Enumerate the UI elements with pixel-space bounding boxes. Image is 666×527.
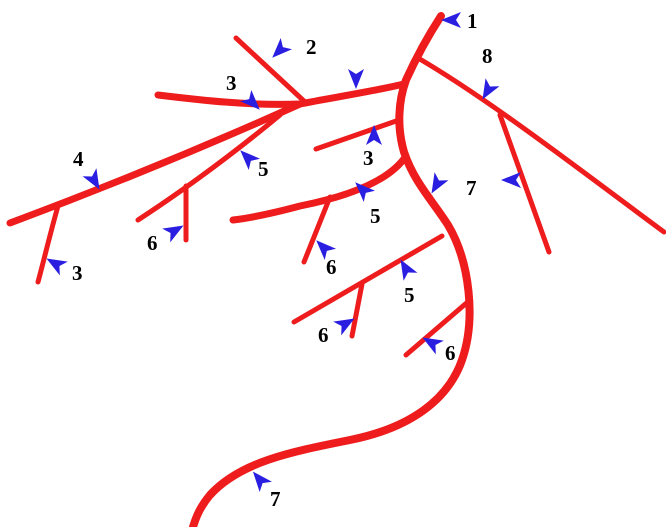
vessel-tree [10, 16, 664, 527]
label-6-trunk: 6 [445, 341, 456, 365]
branch-8-sub-vessel [500, 115, 549, 252]
label-5-lower: 5 [404, 283, 415, 307]
branch-3-lower-vessel [38, 206, 58, 282]
label-7-lower: 7 [270, 487, 281, 511]
label-5-upper: 5 [258, 157, 269, 181]
left-main-vessel [10, 84, 404, 223]
label-8: 8 [482, 44, 493, 68]
branch-3-top-vessel [158, 95, 300, 104]
label-2: 2 [306, 35, 317, 59]
arrow-8-sub-icon [501, 172, 521, 188]
branch-6-trunk-vessel [406, 300, 470, 355]
label-5-middle: 5 [370, 204, 381, 228]
branch-8-vessel [418, 58, 664, 232]
label-3-lower: 3 [72, 261, 83, 285]
label-1: 1 [467, 9, 478, 33]
label-6-middle: 6 [326, 255, 337, 279]
label-7-upper: 7 [466, 176, 477, 200]
arrow-top-icon [348, 69, 364, 89]
label-3-middle: 3 [363, 146, 374, 170]
arrow-markers [42, 12, 521, 492]
label-4: 4 [73, 147, 84, 171]
branch-5-lower-vessel [294, 236, 442, 322]
label-6-lower: 6 [318, 323, 329, 347]
arrow-2-icon [267, 38, 292, 63]
branch-3-middle-vessel [316, 120, 399, 149]
label-6-upper: 6 [147, 231, 158, 255]
branch-6-lower-vessel [352, 284, 362, 336]
branch-2-vessel [236, 38, 305, 102]
label-3-top: 3 [226, 71, 237, 95]
